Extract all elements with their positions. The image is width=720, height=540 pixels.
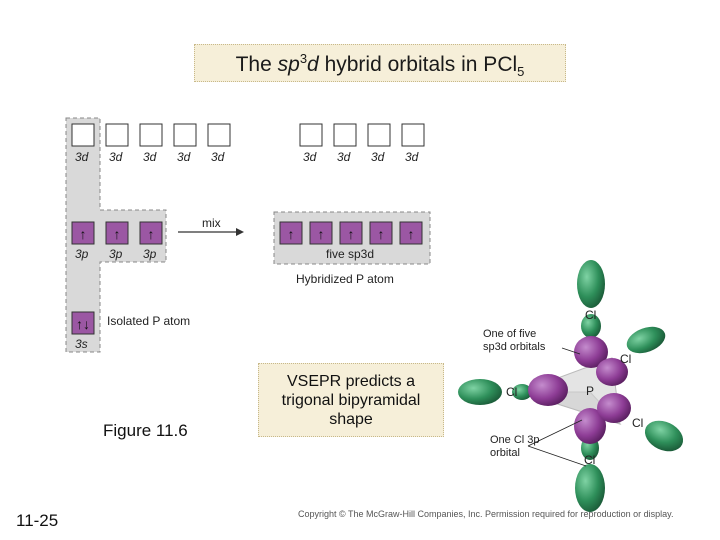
isolated-caption: Isolated P atom: [107, 314, 191, 328]
isolated-s-label: 3s: [75, 337, 88, 351]
slide-title: The sp3d hybrid orbitals in PCl5: [235, 51, 525, 80]
cl-orbital-bottom: [575, 464, 605, 512]
pcl5-molecule: [458, 260, 684, 512]
cl-label-lower-right: Cl: [632, 416, 644, 430]
title-box: The sp3d hybrid orbitals in PCl5: [194, 44, 566, 82]
orbital-box-sp3d: [279, 221, 303, 245]
isolated-d-label-3: 3d: [143, 150, 157, 164]
page-number: 11-25: [16, 511, 59, 530]
hybridized-caption: Hybridized P atom: [296, 272, 394, 286]
mix-arrow-head: [236, 228, 244, 236]
cl-label-top: Cl: [585, 308, 597, 322]
annotation-cl-3p: One Cl 3p orbital: [490, 434, 540, 459]
isolated-d-label-2: 3d: [109, 150, 123, 164]
orbital-box-3d: [333, 123, 357, 147]
orbital-box-3d: [71, 123, 95, 147]
isolated-d-label-4: 3d: [177, 150, 191, 164]
orbital-box-sp3d: [399, 221, 423, 245]
cl-label-bottom: Cl: [584, 453, 596, 467]
hybrid-d-label-2: 3d: [337, 150, 351, 164]
central-atom-label: P: [586, 384, 595, 398]
isolated-p-label-1: 3p: [75, 247, 89, 261]
isolated-d-label-5: 3d: [211, 150, 225, 164]
electron-up-arrow: ↑: [80, 226, 87, 242]
hybrid-d-label-1: 3d: [303, 150, 317, 164]
sp3d-lobe-top: [574, 336, 608, 368]
sp3d-boxes: ↑ ↑ ↑ ↑ ↑: [279, 221, 423, 245]
cl-orbital-left: [458, 379, 502, 405]
hybrid-3d-boxes: [299, 123, 425, 147]
orbital-box-3d: [105, 123, 129, 147]
sp3d-label: five sp3d: [326, 247, 375, 261]
cl-orbital-upper-right: [626, 326, 666, 354]
orbital-box-3s: [71, 311, 95, 335]
svg-text:↑: ↑: [378, 226, 385, 242]
orbital-box-3d: [401, 123, 425, 147]
annotation-sp3d: One of five sp3d orbitals: [483, 328, 546, 353]
orbital-box-3d: [139, 123, 163, 147]
orbital-box-3p: [71, 221, 95, 245]
svg-text:↑: ↑: [288, 226, 295, 242]
cl-label-upper-right: Cl: [620, 352, 632, 366]
orbital-box-sp3d: [369, 221, 393, 245]
cl-label-left: Cl: [506, 385, 518, 399]
electron-up-arrow: ↑: [148, 226, 155, 242]
vsepr-callout: VSEPR predicts a trigonal bipyramidal sh…: [258, 363, 444, 437]
electron-up-arrow: ↑: [114, 226, 121, 242]
cl-orbital-lower-right: [644, 420, 684, 452]
hybrid-d-label-3: 3d: [371, 150, 385, 164]
svg-text:↑: ↑: [318, 226, 325, 242]
sp3d-lobe-bottom: [574, 408, 606, 444]
orbital-box-sp3d: [309, 221, 333, 245]
orbital-box-3p: [139, 221, 163, 245]
svg-text:↑: ↑: [408, 226, 415, 242]
orbital-box-sp3d: [339, 221, 363, 245]
electron-pair-arrows: ↑↓: [76, 316, 90, 332]
svg-text:↑: ↑: [348, 226, 355, 242]
orbital-box-3d: [367, 123, 391, 147]
isolated-p-label-3: 3p: [143, 247, 157, 261]
isolated-3p-boxes: ↑ ↑ ↑: [71, 221, 163, 245]
isolated-d-label-1: 3d: [75, 150, 89, 164]
mix-label: mix: [202, 216, 221, 230]
figure-label: Figure 11.6: [103, 421, 188, 440]
isolated-p-label-2: 3p: [109, 247, 123, 261]
sp3d-lobe-left: [528, 374, 568, 406]
orbital-box-3d: [299, 123, 323, 147]
sp3d-lobe-right: [596, 358, 628, 386]
sp3d-lobe-lower-right: [597, 393, 631, 423]
hybrid-d-label-4: 3d: [405, 150, 419, 164]
orbital-box-3p: [105, 221, 129, 245]
orbital-box-3d: [207, 123, 231, 147]
isolated-3d-boxes: [71, 123, 231, 147]
orbital-box-3d: [173, 123, 197, 147]
cl-orbital-top: [577, 260, 605, 308]
copyright-notice: Copyright © The McGraw-Hill Companies, I…: [298, 509, 674, 519]
